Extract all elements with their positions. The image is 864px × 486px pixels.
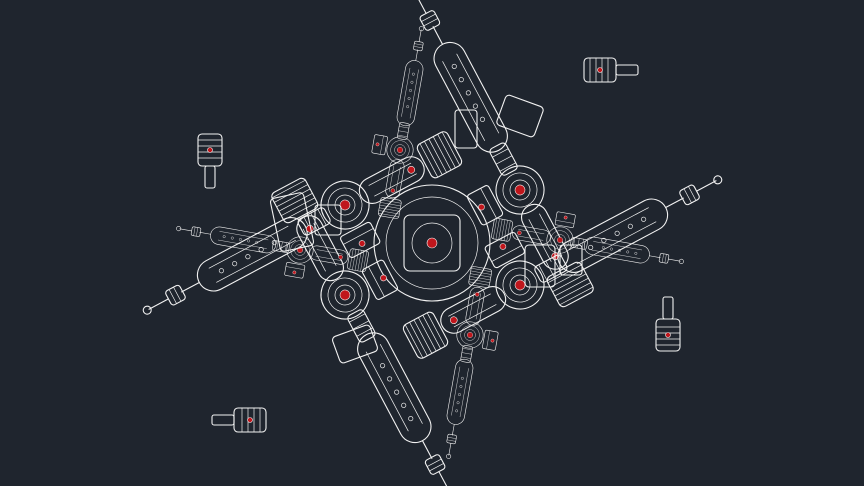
mount-clamp-r [655,296,681,352]
clamp-housing-3 [524,244,583,288]
mount-clamp-l [197,133,223,189]
inner-arm-1 [360,21,436,220]
mount-clamp-tr [583,57,639,83]
clamp-housing-2 [454,94,544,149]
mount-clamp-bl [211,407,267,433]
central-hub-assembly [373,184,491,302]
inner-arm-2 [490,200,689,276]
arm-assembly-4 [265,161,497,486]
clamp-housing-1 [269,192,342,252]
clamp-housing-4 [331,324,379,364]
